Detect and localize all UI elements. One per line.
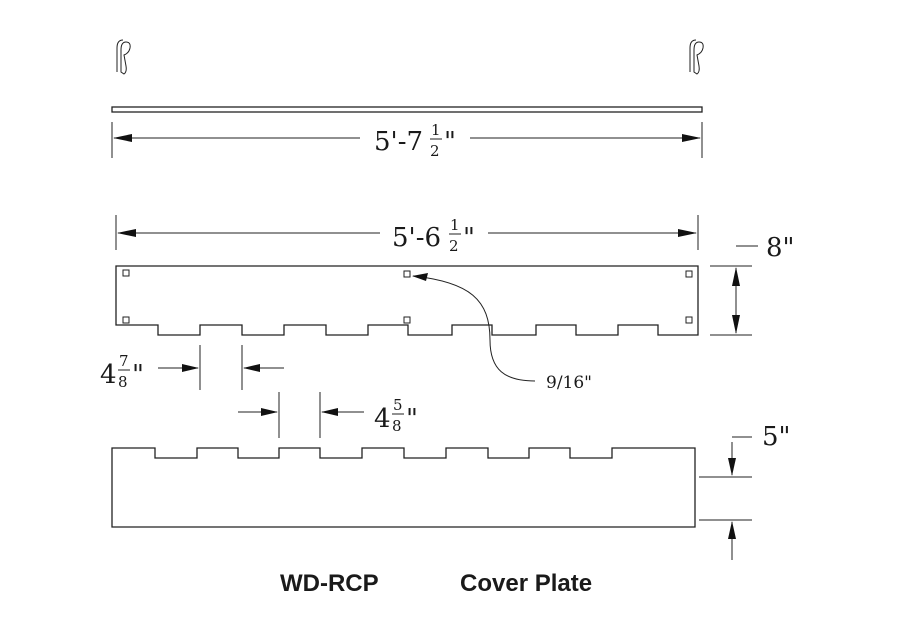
left-hitch-pin-clip-icon	[116, 39, 131, 75]
overall-length-frac-den: 2	[430, 142, 440, 160]
plate-length-frac-num: 1	[450, 216, 460, 234]
model-number: WD-RCP	[280, 570, 379, 597]
tab-width-inch-mark: "	[406, 404, 418, 434]
right-hitch-pin-clip-icon	[689, 39, 704, 75]
notch-width-num: 7	[119, 352, 129, 370]
overall-length-inch-mark: "	[444, 127, 456, 157]
upper-cover-plate	[115, 265, 699, 336]
tab-width-dimension: 4 5 8 "	[238, 392, 418, 438]
plate-length-frac-den: 2	[449, 237, 459, 255]
hole-size-callout: 9/16"	[412, 273, 592, 393]
notch-width-den: 8	[118, 373, 128, 391]
bottom-height-dimension: 5"	[699, 422, 791, 560]
notch-width-inch-mark: "	[132, 360, 144, 390]
mounting-holes	[122, 269, 693, 324]
plate-length-dimension: 5'-6 1 2 "	[115, 215, 699, 255]
tab-width-num: 5	[393, 396, 403, 414]
overall-length-frac-num: 1	[431, 121, 441, 139]
plate-length-inch-mark: "	[463, 223, 475, 253]
tab-width-whole: 4	[374, 404, 391, 434]
product-name: Cover Plate	[460, 570, 592, 597]
tab-width-den: 8	[392, 417, 402, 435]
lower-cover-plate	[111, 447, 696, 528]
callout-hole	[403, 270, 411, 278]
plate-length-feet: 5'-6	[392, 223, 441, 253]
overall-length-dimension: 5'-7 1 2 "	[111, 121, 703, 160]
notch-width-dimension: 4 7 8 "	[100, 345, 284, 391]
top-strip	[111, 106, 703, 113]
notch-width-whole: 4	[100, 360, 117, 390]
overall-length-feet: 5'-7	[374, 127, 423, 157]
bottom-height-label: 5"	[762, 422, 791, 452]
plate-height-dimension: 8"	[710, 233, 795, 336]
hole-size-label: 9/16"	[546, 373, 592, 393]
plate-height-label: 8"	[766, 233, 795, 263]
